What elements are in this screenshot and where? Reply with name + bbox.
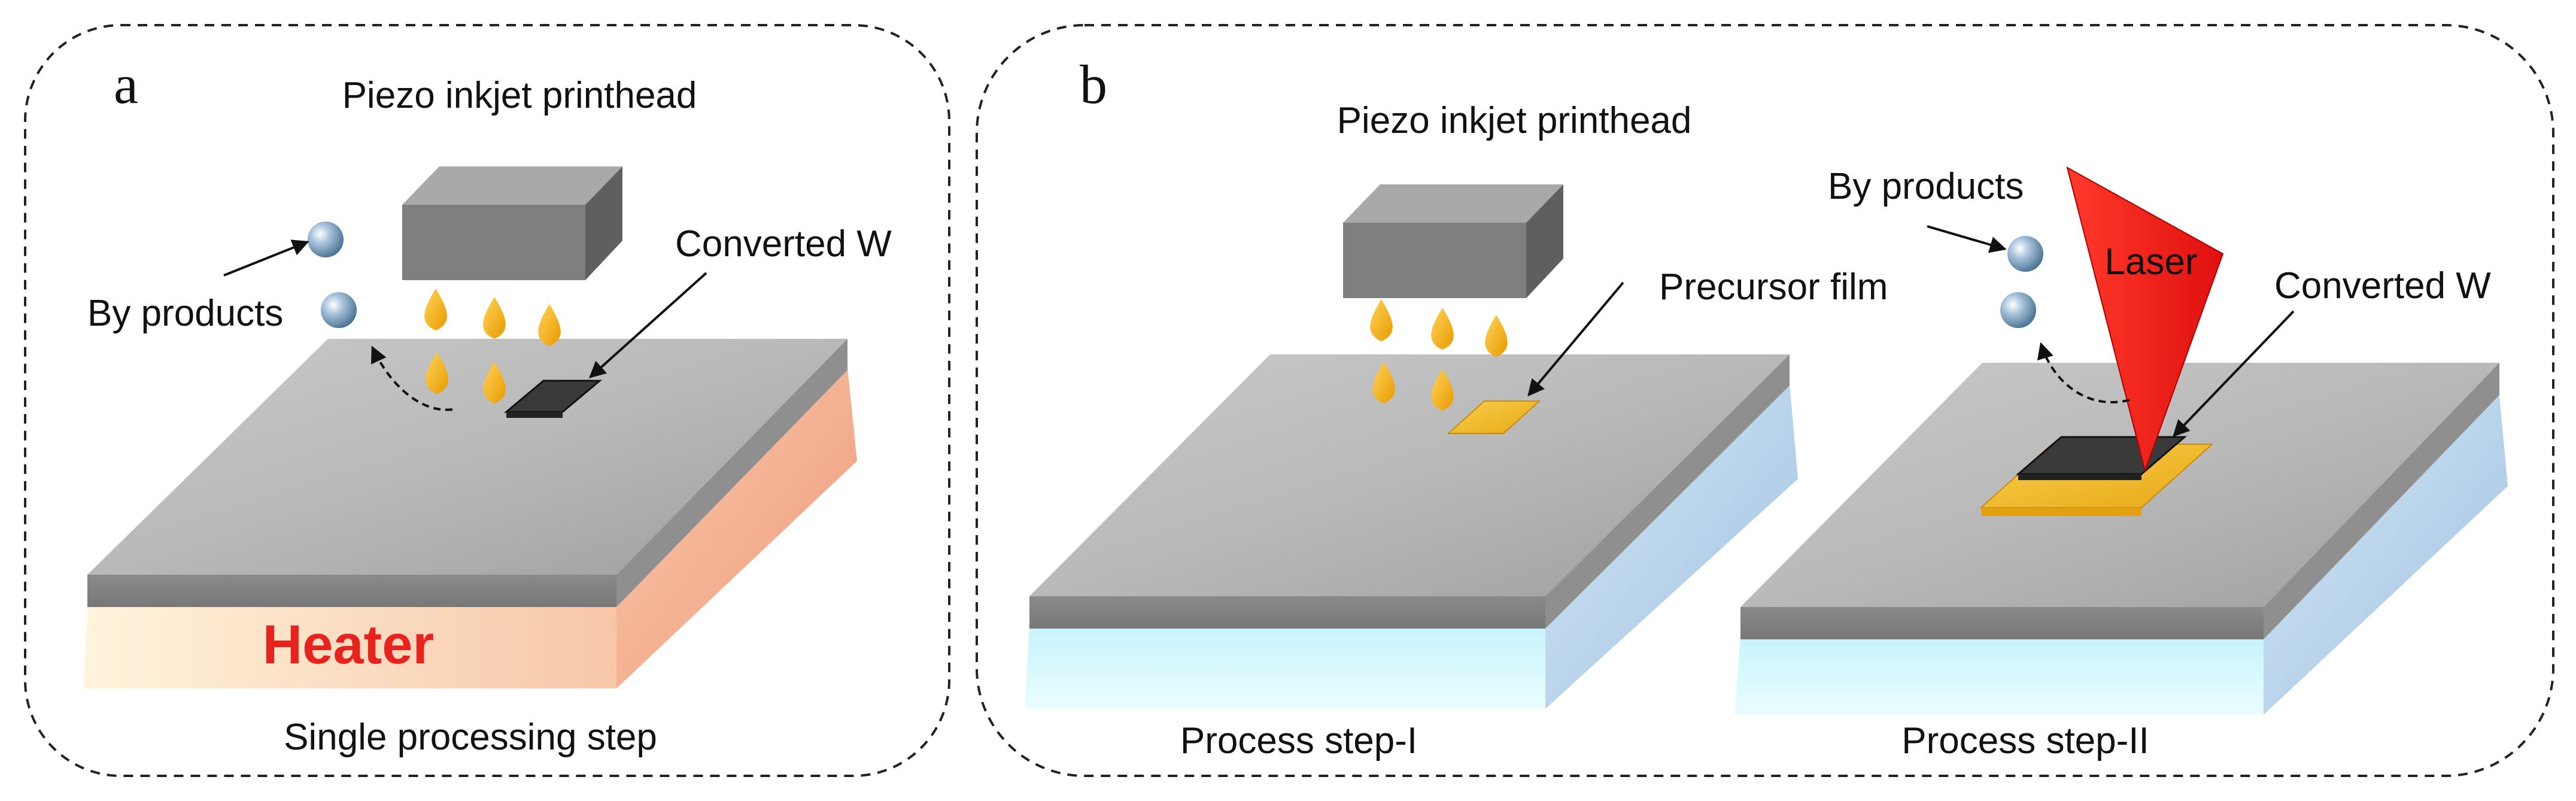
panel-a-printhead	[402, 166, 622, 280]
panel-b-frame	[976, 24, 2554, 777]
droplet-icon	[483, 297, 506, 339]
panel-b-precursor-arrow	[1527, 281, 1624, 397]
droplet-icon	[426, 352, 448, 394]
panel-b-escape-arrow	[2037, 342, 2130, 403]
droplet-icon	[1372, 362, 1395, 403]
panel-b-droplets	[1370, 299, 1508, 411]
panel-b-converted-arrow	[2173, 310, 2295, 438]
byproduct-ball-icon	[321, 292, 357, 328]
panel-a-converted-label: Converted W	[675, 223, 892, 265]
byproduct-ball-icon	[2000, 292, 2036, 328]
panel-a-heater-base: Heater	[84, 368, 857, 688]
panel-a-heater-label: Heater	[263, 614, 434, 675]
panel-b-step1-base	[1025, 383, 1798, 709]
panel-a: a Piezo inkjet printhead Heater	[84, 54, 892, 758]
panel-b-printhead-label: Piezo inkjet printhead	[1337, 100, 1692, 141]
panel-b: b Piezo inkjet printhead	[1025, 54, 2508, 761]
panel-b-step2-base	[1734, 395, 2508, 715]
droplet-icon	[1431, 369, 1454, 411]
panel-b-step1-substrate	[1029, 354, 1790, 629]
droplet-icon	[483, 362, 506, 403]
panel-a-printhead-label: Piezo inkjet printhead	[342, 75, 697, 116]
panel-a-letter: a	[114, 54, 138, 115]
panel-a-byproducts-label: By products	[87, 293, 283, 334]
panel-b-precursor-label: Precursor film	[1659, 266, 1888, 308]
panel-a-escape-arrow	[370, 345, 453, 411]
panel-b-byproducts-label: By products	[1828, 166, 2024, 207]
droplet-icon	[1431, 308, 1454, 350]
droplet-icon	[538, 304, 561, 346]
droplet-icon	[1370, 299, 1393, 341]
panel-b-byproduct-arrow	[1927, 225, 2007, 253]
panel-a-substrate	[87, 339, 847, 607]
panel-b-letter: b	[1080, 54, 1107, 115]
panel-b-caption-2: Process step-II	[1901, 720, 2149, 761]
panel-b-caption-1: Process step-I	[1180, 720, 1417, 761]
panel-a-frame	[24, 24, 950, 777]
droplet-icon	[424, 289, 447, 330]
byproduct-ball-icon	[308, 222, 344, 257]
panel-a-byproduct-arrow	[223, 239, 309, 277]
panel-a-converted-arrow	[588, 272, 707, 378]
panel-b-precursor-film	[1447, 400, 1541, 434]
byproduct-ball-icon	[2007, 236, 2043, 272]
panel-a-caption: Single processing step	[284, 717, 657, 758]
panel-b-laser-beam	[2066, 166, 2224, 473]
panel-b-converted-label: Converted W	[2274, 265, 2491, 307]
panel-b-printhead	[1343, 184, 1563, 298]
panel-b-laser-label: Laser	[2104, 241, 2197, 283]
droplet-icon	[1485, 315, 1508, 357]
panel-a-droplets	[424, 289, 561, 403]
